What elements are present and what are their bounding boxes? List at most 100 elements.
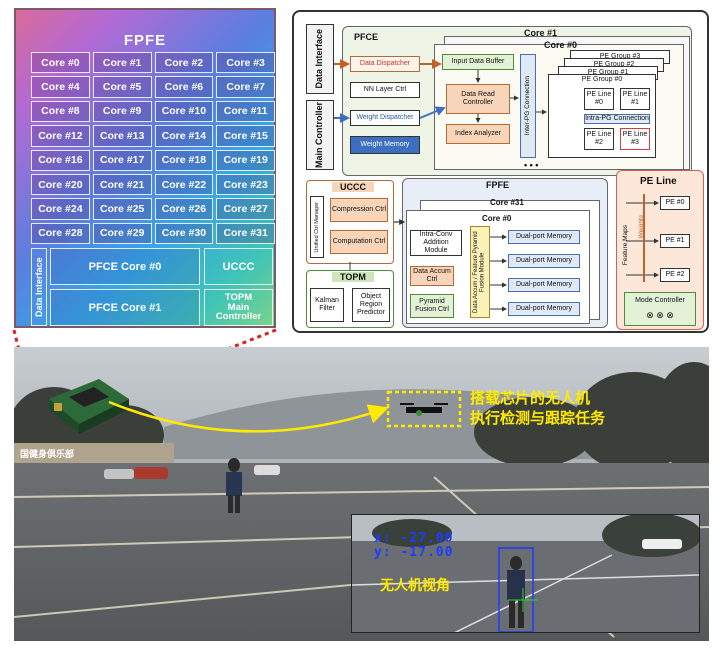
- unified-ctrl-manager: Unified Ctrl Manager: [310, 196, 324, 258]
- drone-view-label: 无人机视角: [380, 578, 450, 594]
- tracking-box: [498, 547, 534, 632]
- die-topm-label: TOPM: [224, 291, 253, 303]
- die-uccc: UCCC: [204, 248, 273, 285]
- die-core-7: Core #7: [216, 76, 275, 98]
- die-core-21: Core #21: [92, 173, 152, 196]
- feature-maps-label: Feature Maps: [622, 224, 630, 266]
- mode-symbols: ⊗ ⊗ ⊗: [646, 310, 674, 321]
- compression-ctrl: Compression Ctrl: [330, 198, 388, 222]
- die-pfce-core-1: PFCE Core #1: [50, 289, 200, 326]
- inset-scene: [352, 515, 699, 632]
- die-core-9: Core #9: [92, 100, 152, 123]
- data-accum-ctrl: Data Accum Ctrl: [410, 266, 454, 286]
- uccc-title: UCCC: [332, 182, 374, 192]
- die-core-11: Core #11: [216, 100, 275, 123]
- die-core-23: Core #23: [216, 173, 275, 196]
- ellipsis-dots: • • •: [524, 160, 539, 170]
- caption-line-2: 执行检测与跟踪任务: [470, 409, 606, 427]
- die-data-interface: Data Interface: [31, 248, 47, 326]
- pe-line-1: PE Line #1: [620, 88, 650, 110]
- die-core-25: Core #25: [92, 198, 152, 220]
- arch-main-controller: Main Controller: [306, 100, 334, 170]
- weight-dispatcher: Weight Dispatcher: [350, 110, 420, 126]
- nn-layer-ctrl: NN Layer Ctrl: [350, 82, 420, 98]
- fpfe-title: FPFE: [486, 180, 510, 190]
- dual-port-memory-3: Dual-port Memory: [508, 302, 580, 316]
- die-core-0: Core #0: [31, 52, 90, 74]
- topm-title: TOPM: [332, 272, 374, 282]
- pe-line-3: PE Line #3: [620, 128, 650, 150]
- die-core-16: Core #16: [31, 149, 90, 171]
- pe-line-detail-title: PE Line: [640, 176, 677, 187]
- mode-controller-label: Mode Controller: [635, 296, 685, 304]
- inset-person: [507, 556, 525, 628]
- object-region-predictor: Object Region Predictor: [352, 288, 390, 322]
- die-core-19: Core #19: [216, 149, 275, 171]
- die-core-22: Core #22: [154, 173, 214, 196]
- die-topm: TOPM Main Controller: [204, 289, 273, 326]
- die-core-3: Core #3: [216, 52, 275, 74]
- trajectory-arrow: [108, 390, 462, 433]
- weight-memory: Weight Memory: [350, 136, 420, 154]
- inter-pg-connection: Inter-PG Connection: [520, 54, 536, 158]
- die-pfce-core-0: PFCE Core #0: [50, 248, 200, 285]
- x-coordinate-readout: x: -27.00: [374, 531, 454, 546]
- chip-board-icon: [49, 379, 129, 434]
- kalman-filter: Kalman Filter: [310, 288, 344, 322]
- feature-pyramid-fusion-module: Data Accum / Feature Pyramid Fusion Modu…: [470, 226, 490, 318]
- pfce-core-1-label: Core #1: [524, 28, 558, 38]
- data-dispatcher: Data Dispatcher: [350, 56, 420, 72]
- die-core-27: Core #27: [216, 198, 275, 220]
- pe-0: PE #0: [660, 196, 690, 210]
- die-main-label: Main: [227, 301, 250, 313]
- die-core-1: Core #1: [92, 52, 152, 74]
- mode-controller: Mode Controller ⊗ ⊗ ⊗: [624, 292, 696, 326]
- die-core-20: Core #20: [31, 173, 90, 196]
- caption-line-1: 搭载芯片的无人机: [470, 389, 591, 407]
- die-core-2: Core #2: [154, 52, 214, 74]
- club-sign: 国健身俱乐部: [20, 450, 75, 460]
- die-core-15: Core #15: [216, 125, 275, 147]
- die-core-29: Core #29: [92, 222, 152, 244]
- intra-pg-connection: Intra-PG Connection: [584, 114, 650, 124]
- arch-data-interface: Data Interface: [306, 24, 334, 94]
- pfce-core-0-label: Core #0: [544, 40, 578, 50]
- pyramid-fusion-ctrl: Pyramid Fusion Ctrl: [410, 294, 454, 318]
- pe-line-2: PE Line #2: [584, 128, 614, 150]
- pfce-title: PFCE: [354, 32, 379, 42]
- die-core-18: Core #18: [154, 149, 214, 171]
- weights-label: Weights: [638, 215, 646, 239]
- dual-port-memory-1: Dual-port Memory: [508, 254, 580, 268]
- dual-port-memory-0: Dual-port Memory: [508, 230, 580, 244]
- die-controller-label: Controller: [215, 311, 262, 323]
- die-core-30: Core #30: [154, 222, 214, 244]
- fpfe-die-title: FPFE: [123, 32, 167, 49]
- pe-line-0: PE Line #0: [584, 88, 614, 110]
- pe-1: PE #1: [660, 234, 690, 248]
- data-read-controller: Data Read Controller: [446, 84, 510, 114]
- input-data-buffer: Input Data Buffer: [442, 54, 514, 70]
- pe-2: PE #2: [660, 268, 690, 282]
- die-core-31: Core #31: [216, 222, 275, 244]
- die-core-10: Core #10: [154, 100, 214, 123]
- drone-view-inset: x: -27.00 y: -17.00 无人机视角: [351, 514, 700, 633]
- drone-silhouette: [400, 403, 448, 416]
- die-core-13: Core #13: [92, 125, 152, 147]
- die-core-4: Core #4: [31, 76, 90, 98]
- computation-ctrl: Computation Ctrl: [330, 230, 388, 254]
- die-core-5: Core #5: [92, 76, 152, 98]
- architecture-diagram: Data Interface Main Controller PFCE Data…: [292, 10, 709, 333]
- pedestrian-silhouette: [226, 458, 242, 513]
- die-core-8: Core #8: [31, 100, 90, 123]
- die-lower-region: Data Interface PFCE Core #0 PFCE Core #1…: [31, 248, 275, 326]
- dual-port-memory-2: Dual-port Memory: [508, 278, 580, 292]
- die-core-28: Core #28: [31, 222, 90, 244]
- fpfe-core-31-label: Core #31: [490, 198, 524, 207]
- intra-conv-addition: Intra-Conv Addition Module: [410, 230, 462, 256]
- die-core-26: Core #26: [154, 198, 214, 220]
- die-core-24: Core #24: [31, 198, 90, 220]
- fpfe-core-0-label: Core #0: [482, 214, 512, 223]
- die-core-14: Core #14: [154, 125, 214, 147]
